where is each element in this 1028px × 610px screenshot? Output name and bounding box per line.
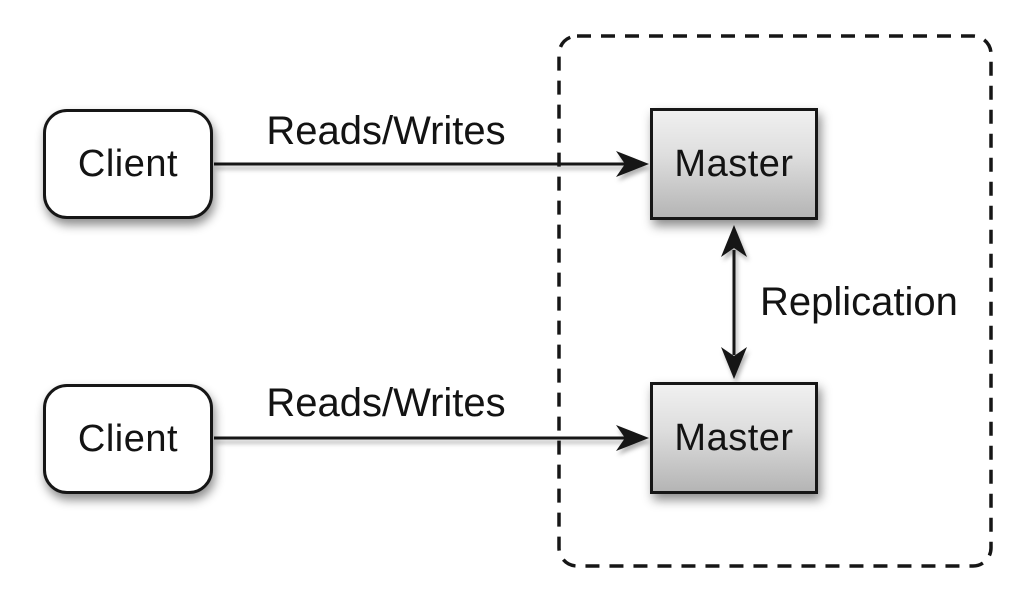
client-node-top: Client <box>43 109 213 219</box>
reads-writes-bottom-arrowhead-icon <box>616 425 649 451</box>
replication-label: Replication <box>760 280 958 324</box>
master-node-bottom-label: Master <box>674 417 794 459</box>
client-node-bottom-label: Client <box>77 418 179 460</box>
arrow-group <box>214 151 747 451</box>
reads-writes-top-label: Reads/Writes <box>266 109 506 153</box>
replication-arrowhead-down-icon <box>721 347 747 379</box>
replication-arrowhead-up-icon <box>721 225 747 257</box>
reads-writes-top-arrowhead-icon <box>616 151 649 177</box>
replication-boundary-dashed-border <box>557 34 993 568</box>
client-node-top-label: Client <box>77 143 179 185</box>
master-node-bottom: Master <box>650 382 818 494</box>
client-node-bottom: Client <box>43 384 213 494</box>
master-node-top: Master <box>650 108 818 220</box>
master-node-top-label: Master <box>674 143 794 185</box>
reads-writes-bottom-label: Reads/Writes <box>266 381 506 425</box>
